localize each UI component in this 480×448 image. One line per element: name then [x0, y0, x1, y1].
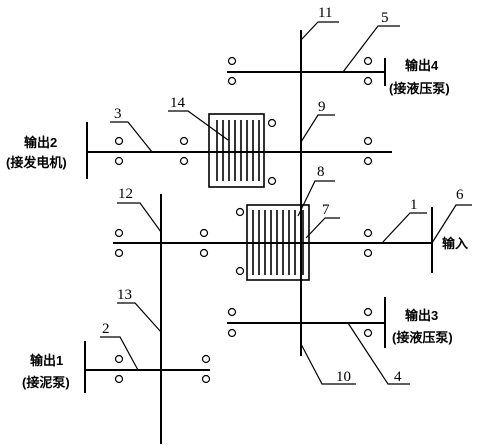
part-number-14: 14: [170, 95, 186, 111]
leader-3: [110, 121, 153, 153]
part-number-4: 4: [394, 369, 402, 385]
output4-sublabel: (接液压泵): [389, 81, 450, 96]
bearing: [363, 307, 373, 317]
bearing: [363, 228, 373, 238]
part-number-2: 2: [102, 321, 110, 337]
bearing: [114, 228, 124, 238]
bearings: [114, 56, 373, 384]
io-labels: 输出4 (接液压泵) 输出2 (接发电机) 输入 输出3 (接液压泵) 输出1 …: [6, 58, 468, 390]
leader-10: [300, 343, 356, 385]
part-number-7: 7: [322, 202, 330, 218]
leader-6: [431, 204, 472, 244]
bearing: [363, 328, 373, 338]
leader-14: [168, 110, 229, 141]
bearing: [201, 354, 211, 364]
bearing: [114, 354, 124, 364]
bearing: [363, 248, 373, 258]
part-number-3: 3: [114, 106, 122, 122]
leader-9: [300, 114, 335, 143]
leader-5: [342, 25, 400, 73]
leader-13: [117, 302, 162, 333]
part-number-1: 1: [410, 197, 418, 213]
bearing: [179, 156, 189, 166]
output3-label: 输出3: [405, 308, 438, 323]
clutch-8: [246, 204, 310, 281]
leader-lines: [100, 21, 472, 385]
part-numbers: 11 5 9 3 14 12 8 7 1 6 13 2 10 4: [102, 5, 464, 385]
bearing: [199, 248, 209, 258]
input-shaft: [113, 207, 433, 273]
part-number-5: 5: [381, 10, 389, 26]
bearing: [114, 156, 124, 166]
bearing: [179, 136, 189, 146]
output1-label: 输出1: [30, 353, 63, 368]
part-number-10: 10: [336, 369, 351, 385]
clutch-14: [208, 113, 265, 188]
bearing: [114, 136, 124, 146]
part-number-9: 9: [318, 99, 326, 115]
bearing: [114, 248, 124, 258]
output2-sublabel: (接发电机): [6, 155, 67, 170]
bearing: [267, 176, 277, 186]
leader-11: [300, 21, 339, 41]
leader-2: [100, 336, 139, 371]
output2-label: 输出2: [24, 135, 57, 150]
input-label: 输入: [442, 236, 468, 251]
output1-shaft: [84, 341, 210, 393]
bearing: [227, 76, 237, 86]
output1-sublabel: (接泥泵): [22, 375, 70, 390]
bearing: [363, 76, 373, 86]
output2-shaft: [86, 122, 392, 179]
bearing: [235, 266, 245, 276]
output4-label: 输出4: [405, 58, 439, 73]
part-number-6: 6: [456, 187, 464, 203]
bearing: [267, 118, 277, 128]
bearing: [363, 56, 373, 66]
leader-7: [305, 217, 340, 239]
bearing: [227, 56, 237, 66]
leader-8: [297, 180, 335, 217]
bearing: [227, 328, 237, 338]
leader-4: [347, 322, 410, 385]
output3-sublabel: (接液压泵): [392, 330, 453, 345]
bearing: [114, 374, 124, 384]
bearing: [201, 374, 211, 384]
bearing: [199, 228, 209, 238]
bearing: [363, 136, 373, 146]
output4-shaft: [227, 58, 386, 86]
leader-1: [381, 212, 427, 244]
part-number-12: 12: [118, 186, 133, 202]
bearing: [235, 207, 245, 217]
part-number-11: 11: [318, 5, 332, 21]
leader-12: [117, 202, 162, 233]
bearing: [363, 156, 373, 166]
part-number-13: 13: [117, 287, 132, 303]
output3-shaft: [227, 297, 386, 348]
part-number-8: 8: [317, 164, 325, 180]
bearing: [227, 307, 237, 317]
